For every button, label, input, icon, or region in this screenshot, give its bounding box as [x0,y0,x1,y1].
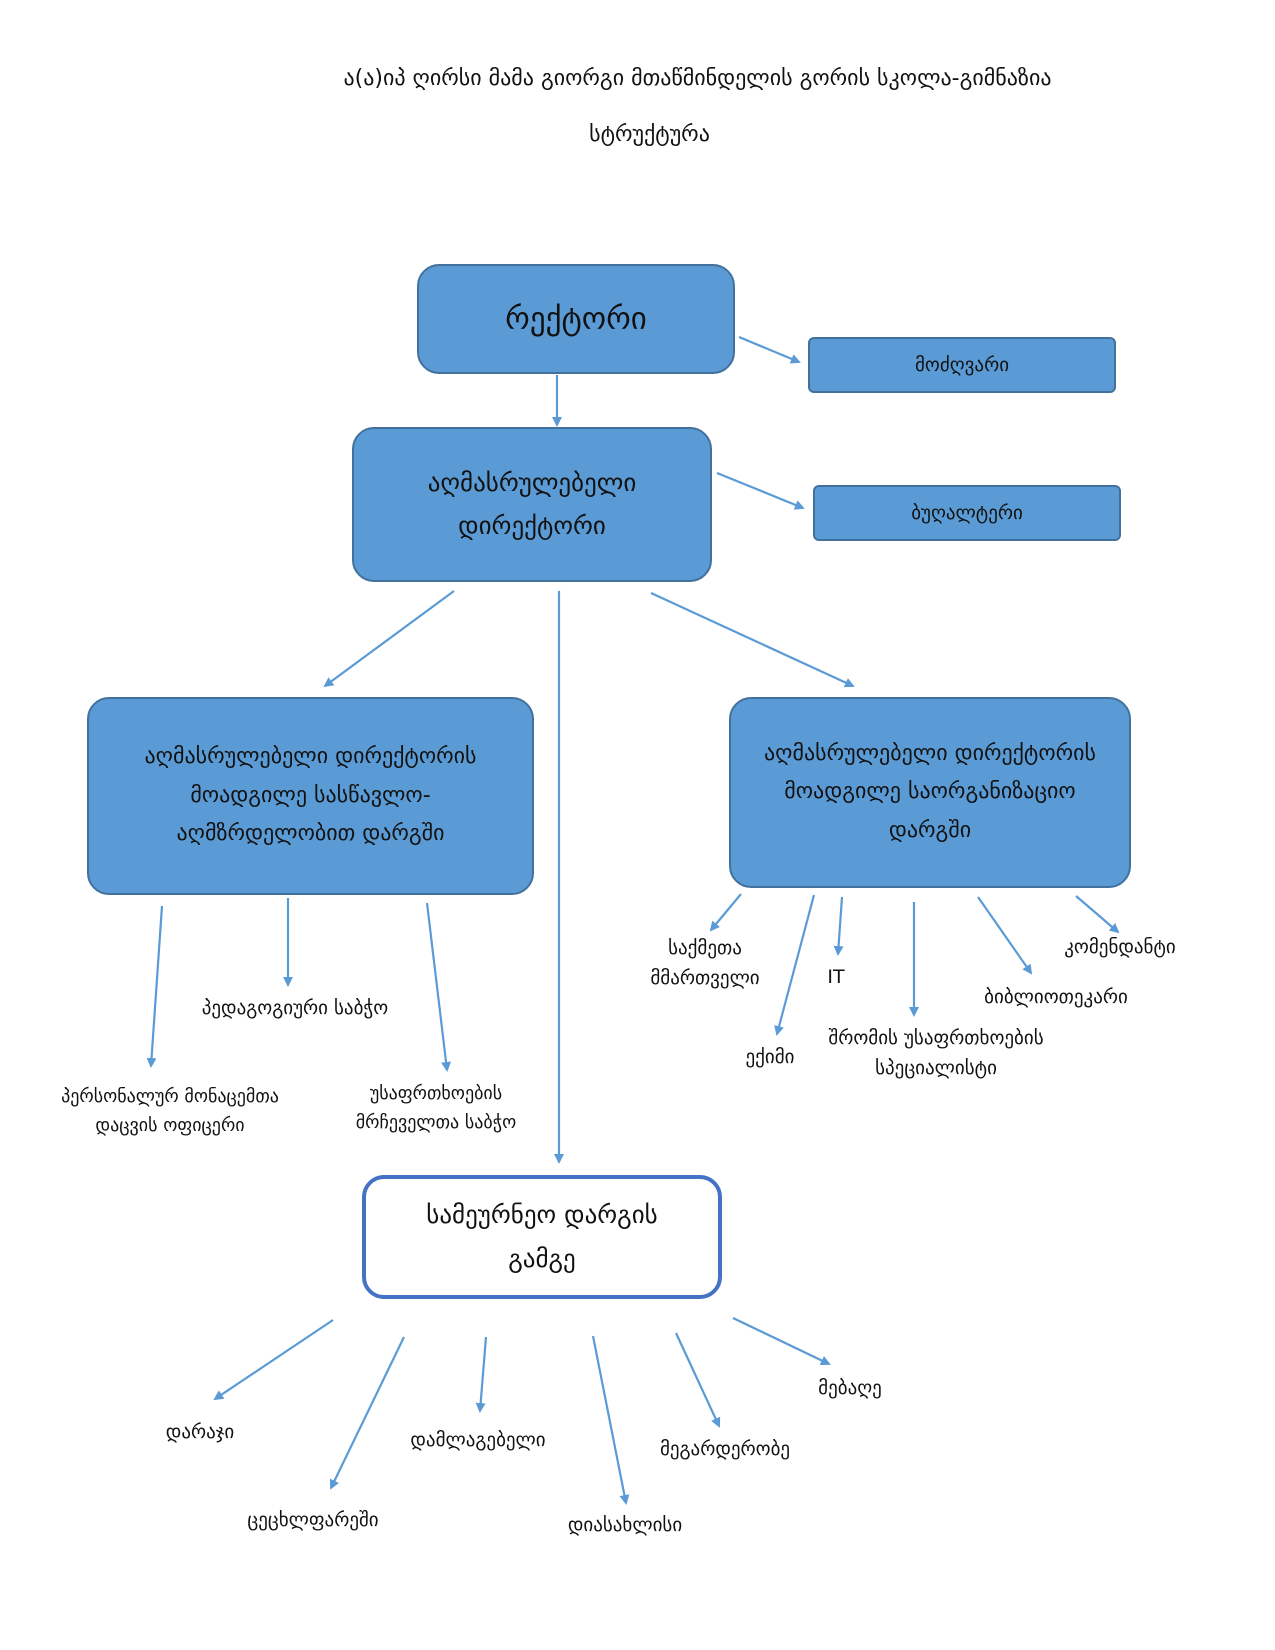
node-gardener: მებაღე [818,1377,882,1399]
node-exec-director-label: აღმასრულებელი დირექტორი [427,468,637,540]
arrow-to-boiler-room [329,1336,405,1490]
node-exec-director: აღმასრულებელი დირექტორი [352,427,712,582]
arrow-to-guard [213,1319,334,1401]
node-cleaner: დამლაგებელი [410,1429,546,1451]
arrow-exec-to-accountant [716,471,805,510]
node-pedagogical-council: პედაგოგიური საბჭო [201,997,389,1019]
arrow-to-gardener [732,1317,831,1366]
arrow-to-data-protection-officer [146,905,164,1068]
arrow-to-safety-council [425,902,452,1072]
node-labor-safety: შრომის უსაფრთხოების სპეციალისტი [828,1027,1044,1080]
node-deputy-organization-label: აღმასრულებელი დირექტორის მოადგილე საორგა… [764,740,1096,843]
arrow-to-it [833,896,844,956]
node-rector-label: რექტორი [505,301,647,337]
arrow-to-doctor [774,894,816,1036]
node-records-manager: საქმეთა მმართველი [650,937,760,990]
node-commandant: კომენდანტი [1064,936,1176,958]
node-modzghvari-label: მოძღვარი [914,354,1010,376]
node-rector: რექტორი [417,264,735,374]
arrow-exec-to-deputy-education [323,590,455,688]
node-dining-hall: დიასახლისი [567,1514,683,1536]
arrow-exec-to-deputy-organization [650,592,855,688]
arrow-to-commandant [1075,895,1120,934]
arrow-to-records-manager [709,893,742,932]
document-subtitle: სტრუქტურა [589,122,710,147]
node-it: IT [827,966,845,988]
node-accountant-label: ბუღალტერი [911,502,1023,524]
node-doctor: ექიმი [745,1046,795,1068]
arrow-to-wardrobe [675,1332,721,1428]
node-deputy-education-label: აღმასრულებელი დირექტორის მოადგილე სასწავ… [144,744,477,847]
node-boiler-room: ცეცხლფარეში [247,1509,379,1531]
node-deputy-education: აღმასრულებელი დირექტორის მოადგილე სასწავ… [87,697,534,895]
arrow-to-dining-hall [591,1335,630,1505]
node-household-head-label: სამეურნეო დარგის გამგე [426,1200,658,1273]
node-guard: დარაჯი [165,1421,235,1443]
document-title: ა(ა)იპ ღირსი მამა გიორგი მთაწმინდელის გო… [343,66,1052,91]
arrow-to-librarian [977,896,1033,975]
node-household-head: სამეურნეო დარგის გამგე [362,1175,722,1299]
node-librarian: ბიბლიოთეკარი [984,986,1128,1008]
arrow-rector-to-modzghvari [738,335,801,364]
node-modzghvari: მოძღვარი [808,337,1116,393]
node-data-protection-officer: პერსონალურ მონაცემთა დაცვის ოფიცერი [61,1086,279,1136]
node-deputy-organization: აღმასრულებელი დირექტორის მოადგილე საორგა… [729,697,1131,888]
arrow-to-cleaner [475,1336,488,1413]
node-safety-council: უსაფრთხოების მრჩეველთა საბჭო [355,1083,517,1133]
node-accountant: ბუღალტერი [813,485,1121,541]
node-wardrobe: მეგარდერობე [659,1438,791,1460]
